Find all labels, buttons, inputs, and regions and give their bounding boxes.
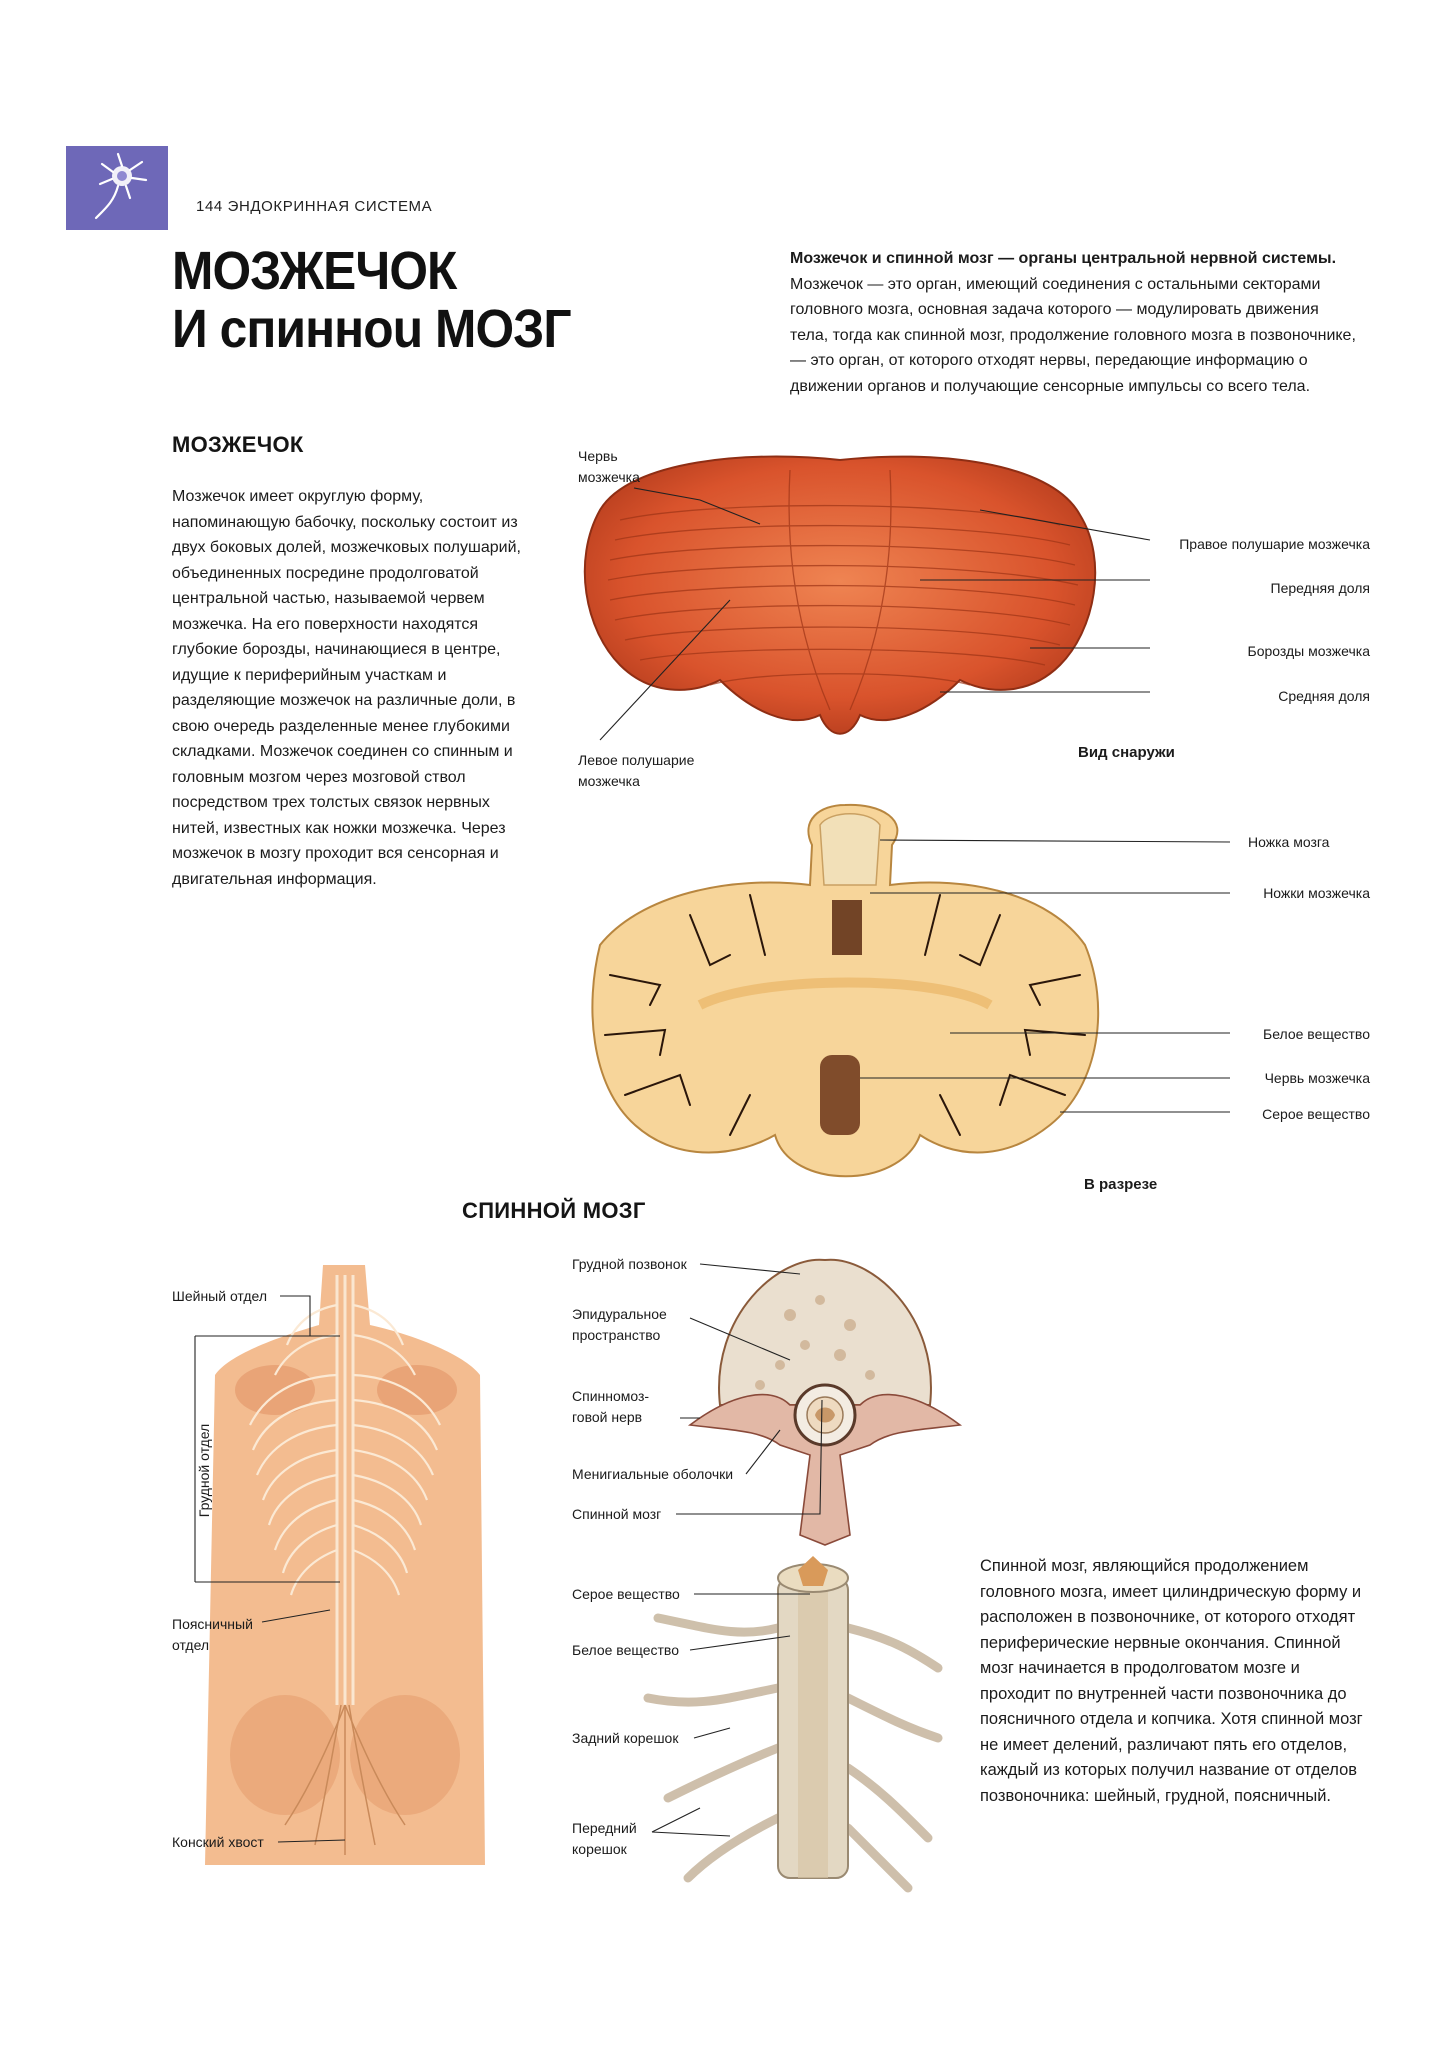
cerebellum-paragraph: Мозжечок имеет округлую форму, напоминаю… (172, 488, 521, 888)
cerebellum-section-illustration (591, 803, 1100, 1178)
neuron-logo-icon (66, 146, 168, 230)
label-right-hemisphere: Правое полушарие мозжечка (1179, 536, 1370, 552)
label-anterior-lobe: Передняя доля (1270, 580, 1370, 596)
label-cerebral-peduncle: Ножка мозга (1248, 834, 1330, 850)
label-epidural-space: Эпидуральное пространство (572, 1306, 667, 1343)
label-thoracic-vertebra: Грудной позвонок (572, 1256, 687, 1272)
back-spine-illustration (205, 1265, 485, 1865)
vertebra-illustration (687, 1258, 963, 1546)
label-spinal-nerve: Спинномоз- говой нерв (572, 1388, 650, 1425)
label-cerebellar-peduncles: Ножки мозжечка (1263, 885, 1370, 901)
label-spinal-cord: Спинной мозг (572, 1506, 662, 1522)
page-title: МОЗЖЕЧОК И спинноu МОЗГ (172, 241, 572, 359)
spinal-segment-illustration (643, 1556, 943, 1893)
label-left-hemisphere: Левое полушарие мозжечка (578, 752, 695, 789)
label-fissures: Борозды мозжечка (1247, 643, 1371, 659)
title-line-1: МОЗЖЕЧОК (172, 241, 457, 301)
label-middle-lobe: Средняя доля (1278, 688, 1370, 704)
label-white-matter-cord: Белое вещество (572, 1642, 679, 1658)
intro-text: Мозжечок — это орган, имеющий соединения… (790, 275, 1356, 395)
label-cauda-equina: Конский хвост (172, 1834, 264, 1850)
label-anterior-root: Передний корешок (572, 1820, 637, 1857)
label-posterior-root: Задний корешок (572, 1730, 679, 1746)
label-gray-matter-cord: Серое вещество (572, 1586, 680, 1602)
page-header: 144 ЭНДОКРИННАЯ СИСТЕМА (196, 198, 433, 215)
label-cervical: Шейный отдел (172, 1288, 268, 1304)
intro-paragraph: Мозжечок и спинной мозг — органы централ… (790, 246, 1360, 399)
label-vermis-section: Червь мозжечка (1264, 1070, 1370, 1086)
label-gray-matter-section: Серое вещество (1262, 1106, 1370, 1122)
label-lumbar: Поясничный отдел (172, 1616, 253, 1653)
label-vermis-exterior: Червь мозжечка (578, 448, 640, 485)
spinal-paragraph: Спинной мозг, являющийся продолжением го… (980, 1557, 1363, 1805)
intro-bold: Мозжечок и спинной мозг — органы централ… (790, 250, 1337, 267)
title-line-2: И спинноu МОЗГ (172, 299, 572, 359)
spinal-heading: СПИННОЙ МОЗГ (462, 1198, 646, 1223)
label-meninges: Менигиальные оболочки (572, 1466, 734, 1482)
caption-exterior-view: Вид снаружи (1078, 744, 1175, 761)
caption-section-view: В разрезе (1084, 1176, 1158, 1193)
label-white-matter: Белое вещество (1263, 1026, 1370, 1042)
cerebellum-heading: МОЗЖЕЧОК (172, 432, 304, 457)
